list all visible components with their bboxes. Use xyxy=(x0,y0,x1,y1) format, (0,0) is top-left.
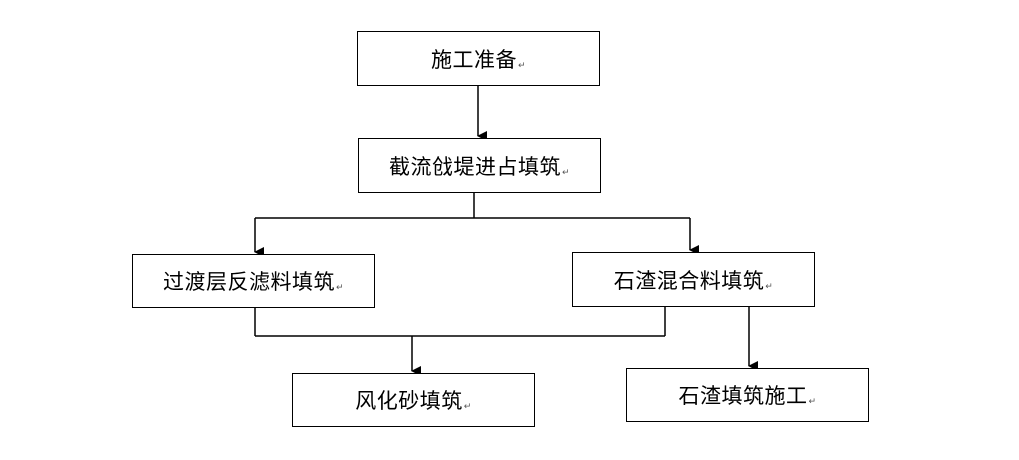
paragraph-mark-icon: ↵ xyxy=(561,168,571,178)
node-ballast-mixture-filling: 石渣混合料填筑↵ xyxy=(572,252,815,307)
node-transition-filter-filling: 过渡层反滤料填筑↵ xyxy=(132,254,375,308)
paragraph-mark-icon: ↵ xyxy=(808,397,817,407)
paragraph-mark-icon: ↵ xyxy=(517,61,527,71)
node-ballast-filling-construction: 石渣填筑施工↵ xyxy=(626,368,869,422)
node-label: 过渡层反滤料填筑 xyxy=(162,270,335,294)
node-label: 施工准备 xyxy=(430,47,517,72)
node-label: 风化砂填筑 xyxy=(355,389,463,413)
paragraph-mark-icon: ↵ xyxy=(765,282,774,292)
node-weathered-sand-filling: 风化砂填筑↵ xyxy=(292,373,535,427)
paragraph-mark-icon: ↵ xyxy=(463,402,472,412)
node-label: 截流戗堤进占填筑 xyxy=(388,154,561,179)
node-closure-embankment-filling: 截流戗堤进占填筑↵ xyxy=(358,138,601,193)
node-label: 石渣混合料填筑 xyxy=(613,268,765,293)
paragraph-mark-icon: ↵ xyxy=(335,283,345,293)
node-label: 石渣填筑施工 xyxy=(678,384,808,408)
node-construction-preparation: 施工准备↵ xyxy=(357,31,600,86)
